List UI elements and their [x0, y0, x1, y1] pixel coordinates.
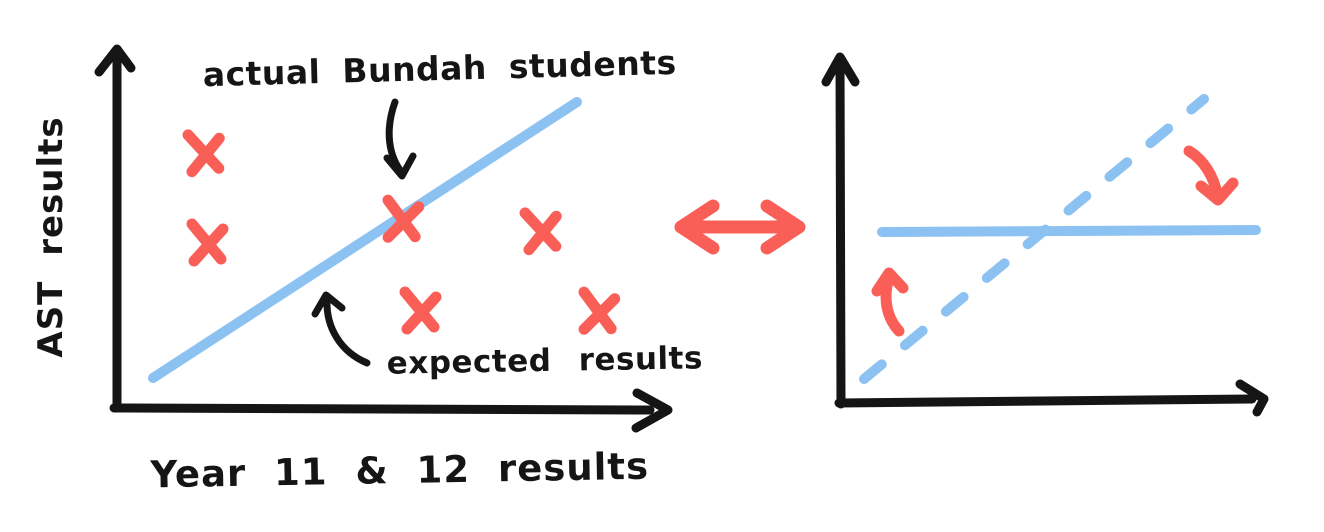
x-mark-stroke — [523, 210, 562, 256]
double-arrow-left-head-icon — [674, 199, 720, 255]
x-mark — [399, 286, 442, 335]
right-y-axis-arrowhead-icon — [821, 52, 860, 87]
x-mark — [186, 218, 229, 267]
annotation-expected-arrowhead-icon — [311, 291, 346, 318]
left-chart: AST results Year 11 & 12 results actual … — [31, 43, 703, 497]
right-chart — [821, 52, 1269, 417]
left-x-axis — [109, 403, 655, 415]
flattened-results-line — [877, 225, 1261, 237]
data-points — [182, 129, 621, 335]
left-y-axis-label: AST results — [31, 116, 71, 357]
left-y-axis-arrowhead-icon — [94, 44, 136, 77]
left-x-axis-arrowhead-icon — [631, 388, 673, 433]
annotation-expected-arrow — [323, 296, 371, 367]
down-correction-arrow — [1183, 145, 1223, 200]
original-trend-dashed-line — [859, 94, 1209, 384]
x-mark — [182, 129, 225, 178]
x-mark-stroke — [382, 201, 425, 243]
x-mark-stroke — [186, 132, 225, 178]
left-x-axis-label: Year 11 & 12 results — [149, 445, 649, 497]
x-mark-stroke — [401, 291, 442, 335]
x-mark — [578, 286, 621, 335]
expected-results-line — [148, 97, 582, 383]
right-x-axis — [834, 394, 1257, 408]
x-mark-stroke — [578, 293, 621, 335]
annotation-actual-students: actual Bundah students — [202, 43, 677, 94]
x-mark — [382, 194, 425, 243]
x-mark-stroke — [188, 223, 229, 267]
x-mark — [519, 207, 562, 256]
annotation-expected-results: expected results — [386, 340, 703, 382]
annotation-actual-arrowhead-icon — [383, 152, 417, 180]
down-correction-arrowhead-icon — [1195, 177, 1239, 206]
right-y-axis — [835, 57, 846, 409]
right-x-axis-arrowhead-icon — [1235, 379, 1269, 417]
relationship-arrow — [674, 199, 806, 255]
up-correction-arrowhead-icon — [871, 267, 909, 297]
double-arrow-right-head-icon — [760, 199, 806, 255]
